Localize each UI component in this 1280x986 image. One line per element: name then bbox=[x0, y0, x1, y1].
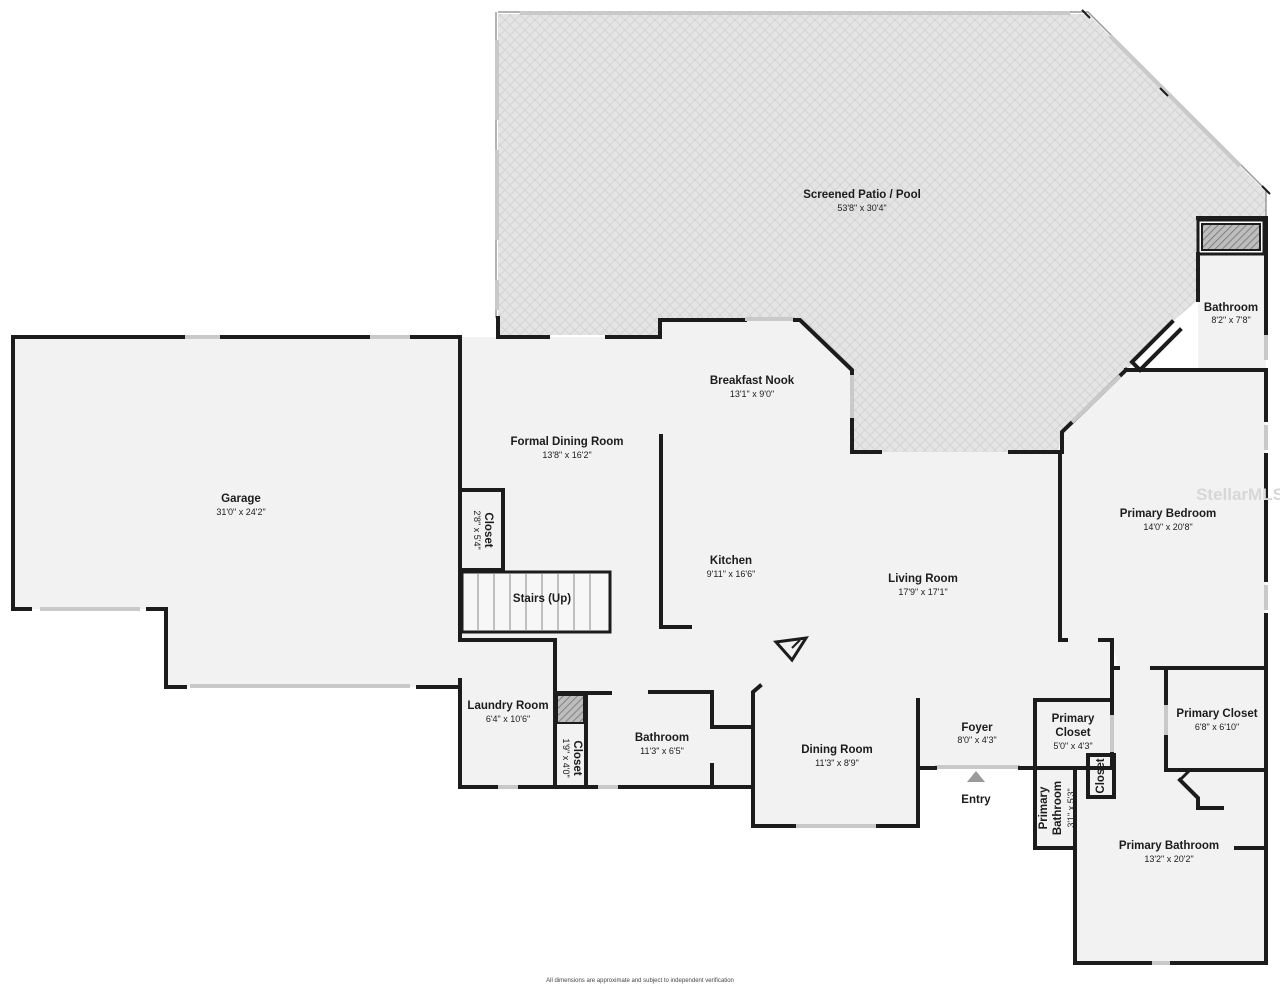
primary-bathroom-small-name-2: Bathroom bbox=[1052, 781, 1064, 835]
dining-room-name: Dining Room bbox=[801, 744, 873, 756]
closet-dining-name: Closet bbox=[482, 512, 494, 547]
disclaimer: All dimensions are approximate and subje… bbox=[546, 978, 734, 984]
closet-primary-name: Closet bbox=[1095, 758, 1107, 793]
laundry-dims: 6'4" x 10'6" bbox=[486, 714, 530, 724]
screen-enclosure bbox=[495, 9, 1271, 318]
closet-laundry-name: Closet bbox=[571, 740, 583, 775]
formal-dining-name: Formal Dining Room bbox=[510, 436, 623, 448]
house-floor bbox=[460, 320, 1112, 826]
primary-bathroom-small-name-1: Primary bbox=[1038, 786, 1050, 829]
bathroom-main-name: Bathroom bbox=[635, 732, 689, 744]
walls bbox=[11, 216, 1268, 965]
patio-name: Screened Patio / Pool bbox=[803, 189, 921, 201]
patio-bathroom-name: Bathroom bbox=[1204, 302, 1258, 314]
primary-closet-large-dims: 6'8" x 6'10" bbox=[1195, 722, 1239, 732]
triangle-up-icon bbox=[967, 771, 985, 782]
watermark: StellarMLS bbox=[1196, 485, 1280, 504]
closet-dining-dims: 2'8" x 5'4" bbox=[472, 510, 482, 549]
formal-dining-dims: 13'8" x 16'2" bbox=[542, 450, 591, 460]
primary-bedroom-name: Primary Bedroom bbox=[1120, 508, 1217, 520]
garage-floor bbox=[13, 337, 460, 687]
garage-dims: 31'0" x 24'2" bbox=[216, 507, 265, 517]
primary-bedroom-dims: 14'0" x 20'8" bbox=[1143, 522, 1192, 532]
bathroom-main-dims: 11'3" x 6'5" bbox=[640, 746, 684, 756]
primary-closet-small-name-2: Closet bbox=[1055, 727, 1090, 739]
primary-suite-floor bbox=[1035, 668, 1266, 963]
laundry-name: Laundry Room bbox=[467, 700, 548, 712]
primary-bedroom-floor bbox=[1062, 370, 1266, 668]
primary-closet-small-dims: 5'0" x 4'3" bbox=[1053, 741, 1092, 751]
breakfast-nook-name: Breakfast Nook bbox=[710, 375, 795, 387]
primary-closet-large-name: Primary Closet bbox=[1176, 708, 1257, 720]
patio-floor bbox=[498, 14, 1266, 452]
dining-room-dims: 11'3" x 8'9" bbox=[815, 758, 859, 768]
living-room-dims: 17'9" x 17'1" bbox=[898, 587, 947, 597]
primary-bathroom-name: Primary Bathroom bbox=[1119, 840, 1219, 852]
living-room-name: Living Room bbox=[888, 573, 958, 585]
foyer-name: Foyer bbox=[961, 722, 993, 734]
patio-dims: 53'8" x 30'4" bbox=[837, 203, 886, 213]
entry-label: Entry bbox=[961, 794, 991, 806]
garage-name: Garage bbox=[221, 493, 261, 505]
room-labels: Screened Patio / Pool 53'8" x 30'4" Gara… bbox=[216, 189, 1258, 864]
patio-bathroom-floor bbox=[1198, 254, 1266, 368]
primary-bathroom-dims: 13'2" x 20'2" bbox=[1144, 854, 1193, 864]
breakfast-nook-dims: 13'1" x 9'0" bbox=[730, 389, 774, 399]
primary-bathroom-small-dims: 3'1" x 5'3" bbox=[1066, 788, 1076, 827]
stairs-name: Stairs (Up) bbox=[513, 593, 571, 605]
stairs-block bbox=[460, 570, 612, 634]
closet-laundry-dims: 1'9" x 4'0" bbox=[561, 738, 571, 777]
primary-closet-small-name-1: Primary bbox=[1052, 713, 1095, 725]
compass-icon bbox=[773, 636, 809, 663]
patio-bathroom-dims: 8'2" x 7'8" bbox=[1211, 315, 1250, 325]
foyer-dims: 8'0" x 4'3" bbox=[957, 735, 996, 745]
kitchen-dims: 9'11" x 16'6" bbox=[707, 569, 756, 579]
kitchen-name: Kitchen bbox=[710, 555, 752, 567]
floor-fills bbox=[13, 14, 1266, 963]
